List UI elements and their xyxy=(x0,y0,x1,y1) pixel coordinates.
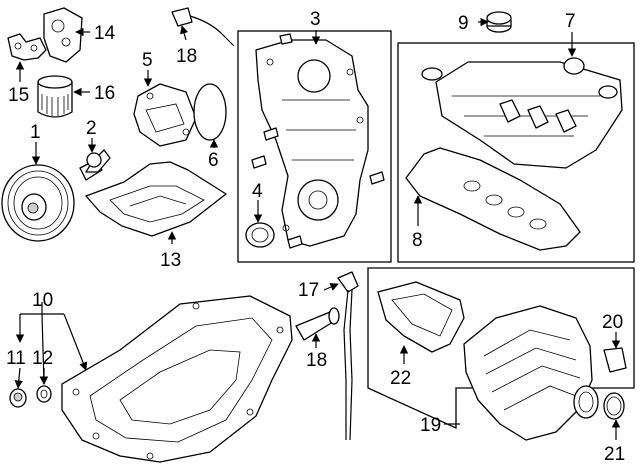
callout-3: 3 xyxy=(310,9,321,30)
part-3-timing-cover[interactable] xyxy=(251,33,385,249)
callout-5: 5 xyxy=(142,50,153,71)
callout-13: 13 xyxy=(160,250,181,271)
part-14-oil-filter-housing[interactable] xyxy=(7,7,83,63)
part-2-pulley-bolt[interactable] xyxy=(79,149,111,181)
part-22-intake-shield[interactable] xyxy=(377,281,465,353)
part-7-valve-cover[interactable] xyxy=(421,57,623,169)
part-17-dipstick[interactable] xyxy=(337,271,359,441)
callout-labels: 14 15 16 1 2 5 18 6 13 3 4 9 7 8 17 18 1… xyxy=(6,9,625,465)
callout-8: 8 xyxy=(412,230,423,251)
part-18-dipstick-tube[interactable] xyxy=(295,307,340,341)
callout-19: 19 xyxy=(420,415,441,436)
callout-9: 9 xyxy=(458,13,469,34)
part-16-oil-filter[interactable] xyxy=(37,75,73,118)
part-13-heat-shield[interactable] xyxy=(85,161,227,237)
callout-20: 20 xyxy=(602,312,623,333)
part-11-drain-plug[interactable] xyxy=(9,388,27,408)
part-10-oil-pan[interactable] xyxy=(61,295,293,463)
part-1-crankshaft-pulley[interactable] xyxy=(1,164,75,242)
callout-10: 10 xyxy=(32,290,53,311)
part-12-drain-washer[interactable] xyxy=(36,385,52,403)
callout-2: 2 xyxy=(86,118,97,139)
callout-22: 22 xyxy=(390,368,411,389)
part-18-dipstick-tube-upper[interactable] xyxy=(171,7,235,47)
part-5-vacuum-pump[interactable] xyxy=(133,83,197,147)
callout-21: 21 xyxy=(604,444,625,465)
callout-16: 16 xyxy=(94,83,115,104)
callout-15: 15 xyxy=(8,85,29,106)
callout-7: 7 xyxy=(565,11,576,32)
callout-1: 1 xyxy=(30,122,41,143)
callout-18-top: 18 xyxy=(176,46,197,67)
callout-11: 11 xyxy=(6,348,26,369)
callout-12: 12 xyxy=(32,348,53,369)
valve-cover-group-frame xyxy=(397,42,635,263)
part-4-front-seal[interactable] xyxy=(245,222,275,248)
callout-18-bottom: 18 xyxy=(306,350,327,371)
callout-14: 14 xyxy=(94,23,116,44)
part-19-intake-manifold[interactable] xyxy=(463,305,599,441)
part-21-throttle-gasket[interactable] xyxy=(603,392,625,420)
leader-lines xyxy=(14,17,621,440)
part-9-oil-filler-cap[interactable] xyxy=(486,11,512,33)
part-8-valve-cover-gasket[interactable] xyxy=(405,147,581,251)
part-20-vacuum-cap[interactable] xyxy=(603,347,627,373)
part-6-o-ring[interactable] xyxy=(193,83,227,141)
callout-6: 6 xyxy=(208,150,219,171)
callout-4: 4 xyxy=(252,181,263,202)
timing-cover-group-frame xyxy=(237,30,392,263)
callout-17: 17 xyxy=(298,280,319,301)
intake-group-frame xyxy=(367,267,635,430)
